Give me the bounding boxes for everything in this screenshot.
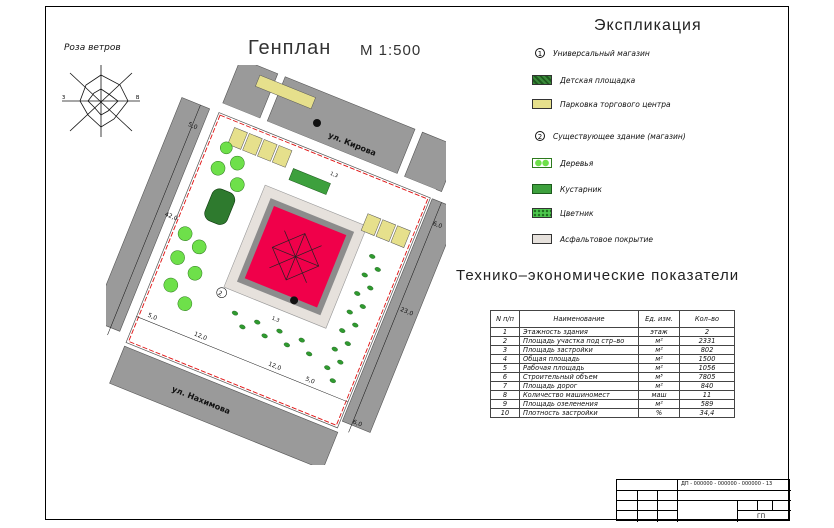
legend-number-2: 2 [535, 131, 545, 141]
svg-text:12,0: 12,0 [193, 331, 208, 343]
tep-heading: Технико–экономические показатели [456, 267, 740, 284]
shrubs [231, 254, 381, 384]
legend-item-parking: Парковка торгового центра [532, 99, 671, 109]
site-plan: ул. Кирова ул. Нахимова 42,0 23,0 5,0 5,… [106, 65, 446, 465]
stamp-sheet: ГП [757, 513, 766, 520]
wind-rose-label: Роза ветров [64, 43, 121, 53]
svg-text:З: З [62, 95, 65, 101]
legend-item-flowerbed: Цветник [532, 208, 594, 218]
trees [163, 141, 245, 311]
explication-heading: Экспликация [594, 17, 702, 34]
svg-text:6,0: 6,0 [352, 418, 364, 428]
svg-text:1,3: 1,3 [271, 315, 281, 324]
svg-text:1,3: 1,3 [329, 171, 339, 180]
wind-rose: З В [62, 65, 140, 137]
existing-marker: 2 [217, 290, 223, 298]
drawing-sheet: Роза ветров З В Генплан М 1:500 [45, 6, 791, 522]
svg-text:5,0: 5,0 [304, 376, 316, 386]
stamp-code: ДП - 000000 - 000000 - 000000 - 13 [681, 481, 773, 487]
shrub-swatch [532, 184, 552, 194]
playground-swatch [532, 75, 552, 85]
legend-item-shrub: Кустарник [532, 184, 602, 194]
site-boundary [128, 114, 429, 426]
legend-number-1: 1 [535, 48, 545, 58]
plan-scale: М 1:500 [360, 42, 422, 59]
plan-title: Генплан [248, 37, 332, 59]
svg-text:5,0: 5,0 [147, 312, 159, 322]
legend-item-store: 1 Универсальный магазин [535, 48, 650, 58]
trees-swatch [532, 158, 552, 168]
legend-item-asphalt: Асфальтовое покрытие [532, 234, 653, 244]
playground [204, 188, 236, 225]
svg-text:42,0: 42,0 [164, 211, 179, 223]
title-block: ДП - 000000 - 000000 - 000000 - 13 ГП [616, 479, 791, 522]
legend-item-trees: Деревья [532, 158, 593, 168]
legend-item-existing: 2 Существующее здание (магазин) [535, 131, 686, 141]
svg-text:6,0: 6,0 [432, 220, 444, 230]
svg-text:В: В [136, 95, 140, 101]
svg-text:23,0: 23,0 [399, 306, 414, 318]
svg-text:5,0: 5,0 [187, 121, 199, 131]
parking-top [227, 74, 411, 248]
tep-header-row: N п/п Наименование Ед. изм. Кол–во [490, 310, 735, 328]
entrance-marker [290, 296, 299, 305]
svg-text:12,0: 12,0 [267, 361, 282, 373]
asphalt-swatch [532, 234, 552, 244]
legend-item-playground: Детская площадка [532, 75, 635, 85]
flowerbed-swatch [532, 208, 552, 218]
parking-swatch [532, 99, 552, 109]
